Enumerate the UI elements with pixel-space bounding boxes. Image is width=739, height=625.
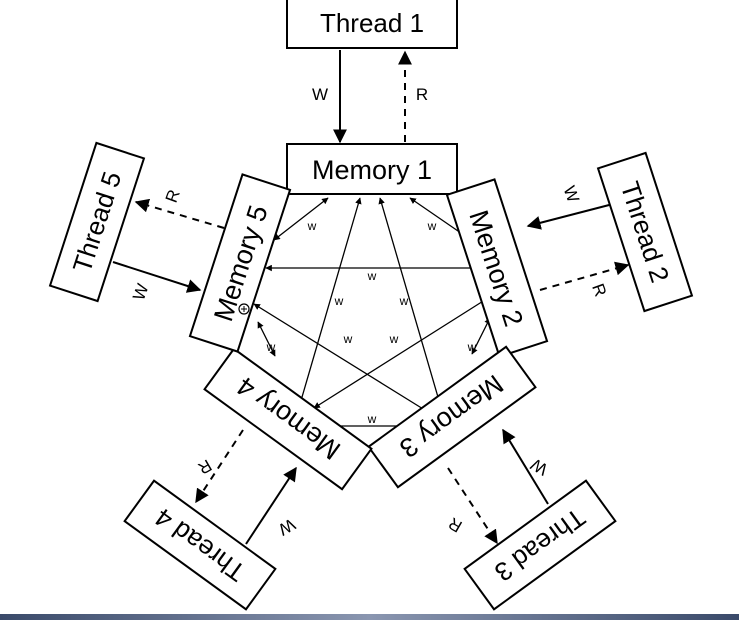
thread-2-box: Thread 2 (596, 151, 694, 313)
read-arrow-t5 (134, 198, 225, 229)
memory-1-box: Memory 1 (286, 143, 458, 195)
memory-3-box: Memory 3 (367, 345, 537, 489)
read-arrow-t3 (447, 467, 498, 545)
write-label: W (275, 515, 298, 539)
w-label: w (389, 332, 399, 346)
read-label: R (416, 85, 428, 104)
write-arrow-t5 (112, 261, 202, 293)
thread-boxes: Thread 1 Thread 2 Thread 3 Thread 4 Thre… (48, 0, 694, 611)
w-label: w (334, 294, 344, 308)
memory-4-box: Memory 4 (203, 347, 373, 491)
w-label: w (467, 340, 477, 354)
w-label: w (343, 332, 353, 346)
w-label: w (266, 340, 276, 354)
write-arrow-t2 (526, 203, 614, 230)
thread-memory-edges: W R W R W R W R W R (112, 50, 630, 545)
w-label: w (367, 412, 377, 426)
read-label: R (195, 455, 215, 478)
edge-m2-m4 (313, 297, 489, 409)
thread-5-box: Thread 5 (48, 141, 146, 303)
write-label: W (312, 85, 328, 104)
write-label: W (129, 281, 152, 303)
write-label: W (559, 183, 582, 205)
w-label: w (367, 269, 377, 283)
read-label: R (445, 513, 465, 536)
memory-5-box: Memory 5 (188, 173, 292, 353)
read-label: R (162, 187, 184, 205)
thread-1-box: Thread 1 (286, 0, 458, 49)
cursor-crosshair-icon (238, 303, 250, 315)
thread-3-box: Thread 3 (463, 479, 617, 611)
read-arrow-t2 (539, 261, 630, 291)
thread-1-label: Thread 1 (320, 8, 424, 38)
window-bottom-edge (0, 614, 739, 620)
write-arrow-t3 (502, 428, 549, 505)
thread-4-box: Thread 4 (123, 479, 277, 611)
memory-boxes: Memory 1 Memory 2 Memory 3 Memory 4 Memo… (188, 143, 549, 491)
memory-2-box: Memory 2 (445, 178, 549, 358)
memory-interconnects: w w w w w w w w w w (253, 197, 491, 430)
w-label: w (307, 219, 317, 233)
read-arrow-t4 (195, 429, 244, 504)
w-label: w (399, 294, 409, 308)
read-label: R (588, 281, 610, 299)
memory-1-label: Memory 1 (312, 155, 432, 185)
w-label: w (427, 219, 437, 233)
write-arrow-t4 (245, 466, 297, 545)
